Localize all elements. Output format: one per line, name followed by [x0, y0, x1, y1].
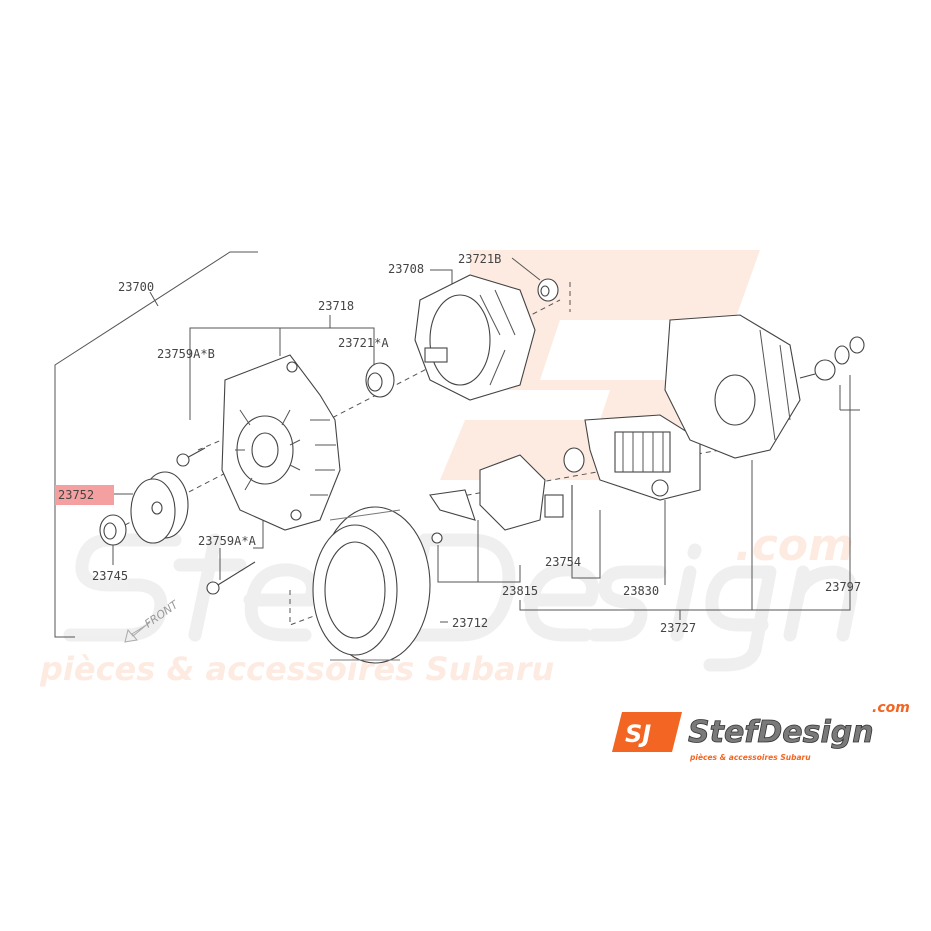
label-23708[interactable]: 23708	[388, 262, 424, 276]
label-23712[interactable]: 23712	[452, 616, 488, 630]
label-23700[interactable]: 23700	[118, 280, 154, 294]
label-23830[interactable]: 23830	[623, 584, 659, 598]
nut-23745	[99, 514, 127, 546]
pulley-23752	[130, 471, 189, 544]
rotor-23708	[414, 274, 536, 401]
front-direction-arrow: FRONT	[124, 598, 182, 643]
watermark-tagline: pièces & accessoires Subaru	[39, 650, 554, 688]
brush-holder-23815	[429, 454, 564, 544]
logo-monogram	[612, 712, 682, 752]
watermark-domain: .com	[735, 520, 854, 571]
label-23815[interactable]: 23815	[502, 584, 538, 598]
bearing-23721b	[537, 278, 559, 302]
stator-23712	[312, 506, 431, 664]
stefdesign-logo: SJ StefDesign .com pièces & accessoires …	[612, 700, 910, 762]
bearing-23721a	[365, 362, 395, 398]
bolt-23759a-a	[206, 561, 256, 595]
front-cover-23718	[221, 354, 341, 531]
label-23721a[interactable]: 23721*A	[338, 336, 389, 350]
watermark-brand-lettering	[63, 523, 858, 672]
highlight-23752	[55, 485, 114, 505]
part-labels: 23700 23718 23759A*B 23721*A 23708 23721…	[58, 252, 861, 635]
label-23745[interactable]: 23745	[92, 569, 128, 583]
watermark: .com pièces & accessoires Subaru	[39, 250, 858, 688]
label-23721b[interactable]: 23721B	[458, 252, 501, 266]
regulator-23830	[584, 414, 701, 501]
label-23797[interactable]: 23797	[825, 580, 861, 594]
seal-23754	[563, 447, 585, 520]
logo-brand: StefDesign	[688, 715, 874, 750]
label-23727[interactable]: 23727	[660, 621, 696, 635]
rear-cover-23727	[664, 314, 801, 459]
label-23759a-a[interactable]: 23759A*A	[198, 534, 257, 548]
label-23752[interactable]: 23752	[58, 488, 94, 502]
logo-tagline: pièces & accessoires Subaru	[689, 753, 811, 762]
logo-monogram-text: SJ	[625, 720, 651, 748]
terminal-kit-23797	[799, 336, 865, 381]
label-23718[interactable]: 23718	[318, 299, 354, 313]
label-23754[interactable]: 23754	[545, 555, 581, 569]
logo-domain: .com	[872, 700, 910, 716]
bolt-23759a-b	[176, 447, 206, 467]
leader-lines	[54, 251, 860, 638]
label-23759a-b[interactable]: 23759A*B	[157, 347, 215, 361]
